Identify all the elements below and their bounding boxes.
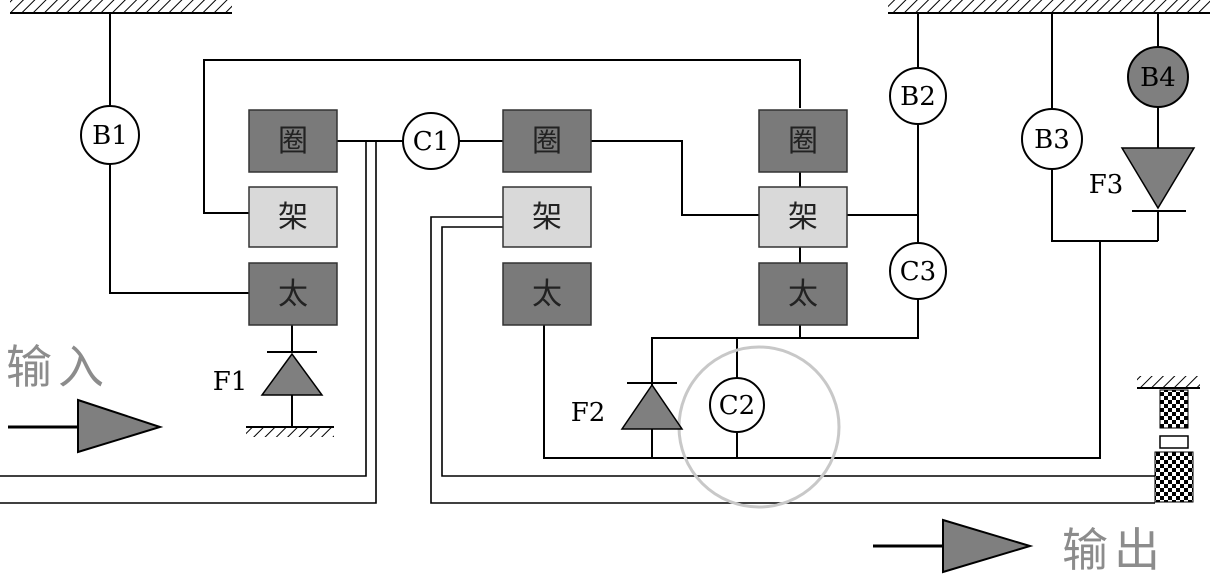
ground-top-right	[888, 0, 1210, 14]
svg-text:C3: C3	[900, 257, 936, 287]
carrier-1-label: 架	[278, 200, 308, 235]
output-arrow	[873, 518, 1034, 574]
ground-top-left	[10, 0, 232, 14]
carrier-3-label: 架	[788, 200, 818, 235]
svg-text:F3: F3	[1089, 170, 1124, 200]
freewheel-f2: F2	[571, 382, 684, 430]
brake-b1: B1	[80, 105, 140, 165]
svg-text:B4: B4	[1140, 63, 1176, 93]
brake-b4: B4	[1127, 46, 1189, 108]
ring-gear-1-label: 圈	[278, 124, 308, 159]
sun-gear-3-label: 太	[788, 277, 818, 312]
input-label: 输入	[6, 340, 110, 394]
sun-gear-1-label: 太	[278, 277, 308, 312]
gear-set-3: 圈 架 太	[758, 109, 848, 326]
carrier-2	[502, 186, 592, 248]
wiring	[0, 13, 1159, 504]
clutch-c1: C1	[402, 112, 460, 170]
ring-gear-3	[758, 109, 848, 173]
carrier-3	[758, 186, 848, 248]
sun-gear-2	[502, 262, 592, 326]
ring-gear-2-label: 圈	[532, 124, 562, 159]
brake-b3: B3	[1021, 108, 1083, 170]
carrier-1	[248, 186, 338, 248]
svg-text:F2: F2	[571, 398, 606, 428]
sun-gear-1	[248, 262, 338, 326]
ring-gear-3-label: 圈	[788, 124, 818, 159]
output-label: 输出	[1062, 523, 1166, 575]
svg-text:B2: B2	[900, 82, 936, 112]
carrier-2-label: 架	[532, 200, 562, 235]
brake-b2: B2	[889, 67, 947, 125]
clutch-c3: C3	[889, 242, 947, 300]
ring-gear-1	[248, 109, 338, 173]
c2-highlight-ring	[677, 345, 841, 509]
ground-f1	[246, 426, 334, 437]
sun-gear-2-label: 太	[532, 277, 562, 312]
svg-text:C2: C2	[719, 391, 755, 421]
svg-text:C1: C1	[413, 127, 449, 157]
freewheel-f1: F1	[213, 351, 324, 397]
svg-text:F1: F1	[213, 367, 248, 397]
svg-text:B1: B1	[92, 121, 128, 151]
ring-gear-2	[502, 109, 592, 173]
ground-output-bearing	[1137, 376, 1200, 503]
sun-gear-3	[758, 262, 848, 326]
freewheel-f3: F3	[1089, 147, 1196, 212]
gear-set-1: 圈 架 太	[248, 109, 338, 326]
gear-set-2: 圈 架 太	[502, 109, 592, 326]
svg-text:B3: B3	[1034, 125, 1070, 155]
clutch-c2: C2	[677, 345, 841, 509]
input-arrow	[8, 398, 164, 454]
